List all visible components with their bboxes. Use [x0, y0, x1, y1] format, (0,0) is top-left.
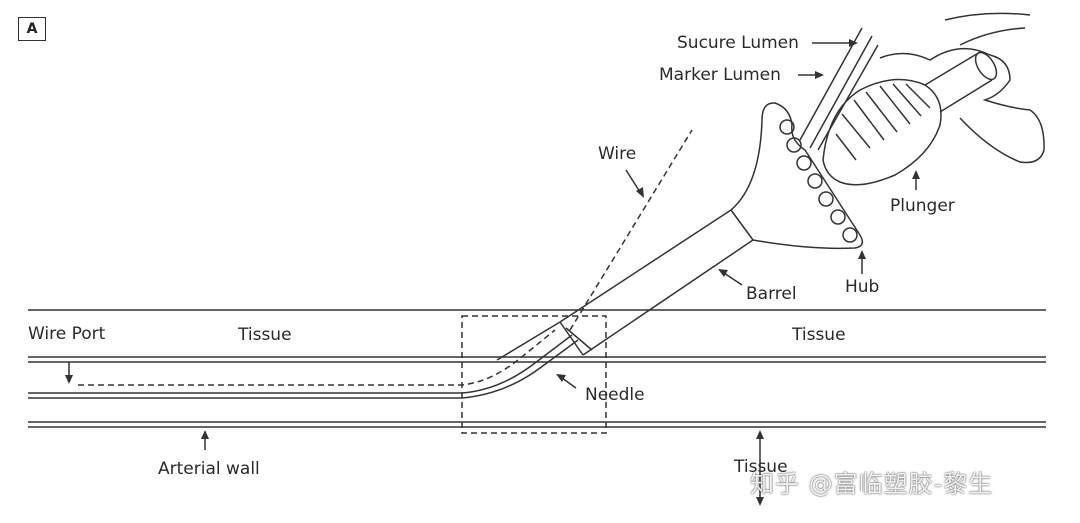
suture-lumen-tube-1	[799, 27, 863, 141]
hub-label: Hub	[845, 277, 880, 297]
suture-lumen-tube-2	[809, 35, 873, 149]
plunger-hatching	[835, 83, 931, 161]
wireport-arrow-head	[65, 375, 73, 384]
hand-knuckle	[944, 12, 1031, 21]
marker-arrow-head	[815, 71, 824, 79]
detail-box	[461, 315, 607, 434]
suture-lumen-label: Sucure Lumen	[677, 33, 799, 53]
wire-port-label: Wire Port	[28, 324, 106, 344]
wire-label: Wire	[598, 144, 637, 164]
hand-knuckle-2	[959, 27, 1026, 46]
panel-label: A	[18, 17, 46, 41]
marker-lumen-label: Marker Lumen	[659, 65, 781, 85]
tissue-left-label: Tissue	[238, 325, 292, 345]
barrel-label: Barrel	[746, 284, 797, 304]
needle-hub-ring	[559, 321, 584, 356]
hub-coil	[779, 119, 858, 243]
tissue-bottom-label: Tissue	[734, 457, 788, 477]
needle-arrow-head	[556, 374, 566, 382]
barrel-collar	[730, 209, 754, 241]
plunger-rod-end	[974, 51, 998, 81]
watermark-text: 知乎 @富临塑胶-黎生	[750, 470, 994, 498]
hub-arrow-head	[858, 250, 866, 259]
tissue-right-label: Tissue	[792, 325, 846, 345]
needle-label: Needle	[585, 385, 645, 405]
arterial-arrow-head	[201, 430, 209, 439]
barrel-edge-lower	[582, 239, 754, 356]
wire-external-dashed	[569, 129, 693, 331]
figure-frame	[6, 4, 1074, 519]
arterial-wall-label: Arterial wall	[158, 459, 260, 479]
marker-lumen-tube	[817, 44, 879, 151]
barrel-edge-upper	[559, 209, 732, 323]
plunger-bulb	[822, 78, 942, 186]
needle-curve-2	[28, 339, 579, 399]
barrel-arrow-head	[718, 269, 728, 277]
barrel-band	[565, 327, 593, 351]
wire-arrow-line	[625, 169, 641, 193]
plunger-rod-upper	[924, 51, 981, 86]
tissue-bottom-arrow-down	[756, 497, 764, 506]
wire-arrow-head	[636, 187, 644, 198]
plunger-label: Plunger	[890, 196, 955, 216]
needle-arrow-line	[561, 377, 577, 389]
plunger-rod-lower	[939, 79, 993, 113]
tissue-bottom-arrow-up	[756, 430, 764, 439]
needle-bevel	[496, 321, 561, 361]
hand-outline	[879, 47, 1045, 164]
barrel-arrow-line	[723, 272, 743, 286]
suture-arrow-head	[849, 39, 858, 47]
hub-flange	[730, 102, 864, 250]
needle-curve-1	[28, 334, 573, 394]
plunger-arrow-head	[912, 170, 920, 179]
